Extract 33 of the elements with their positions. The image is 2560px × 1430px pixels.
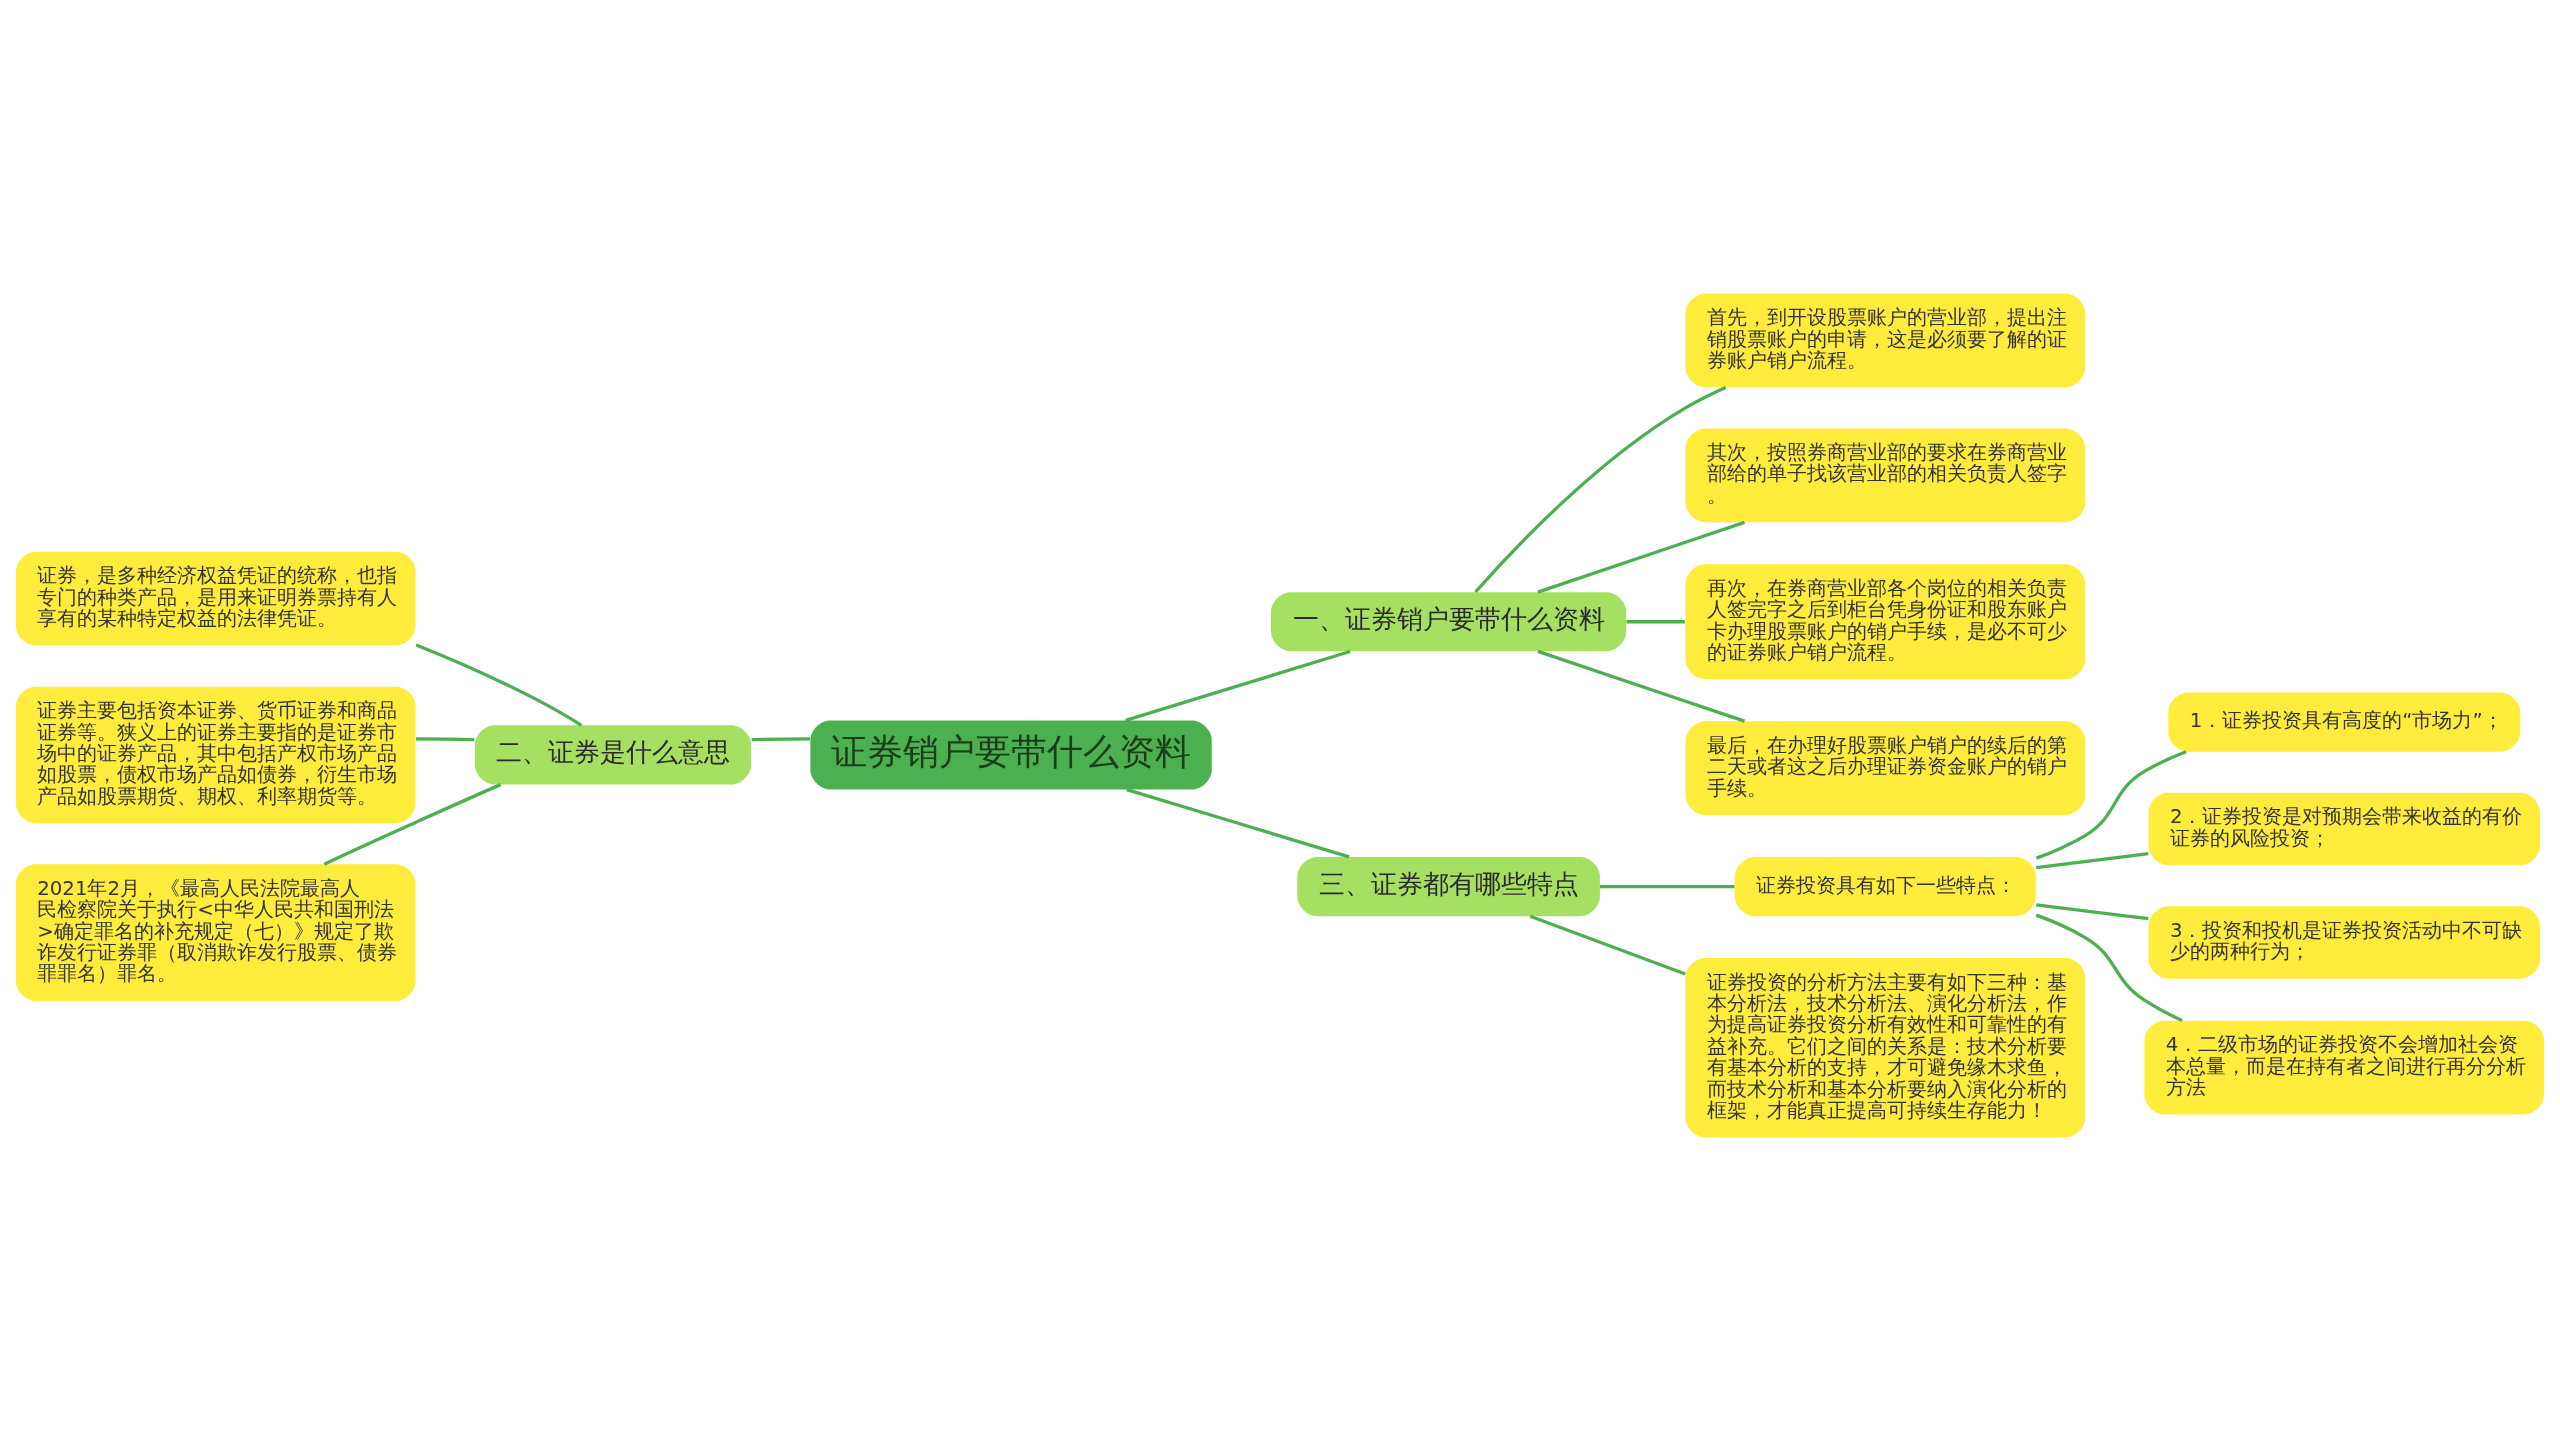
- connector: [1537, 649, 1745, 723]
- connector: [2035, 851, 2149, 869]
- connector: [1529, 914, 1686, 975]
- connector: [416, 736, 475, 741]
- connector: [1600, 884, 1735, 888]
- connector: [2035, 749, 2187, 860]
- node-box: 证券，是多种经济权益凭证的统称，也指专门的种类产品，是用来证明券票持有人享有的某种特定权益的法律凭证。: [15, 551, 416, 646]
- connector: [415, 642, 583, 727]
- node-box: 再次，在券商营业部各个岗位的相关负责人签完字之后到柜台凭身份证和股东账户卡办理股票账户的销户手续，是必不可少的证券账户销户流程。: [1685, 563, 2086, 679]
- connector: [1626, 619, 1685, 623]
- node-box: 三、证券都有哪些特点: [1297, 856, 1600, 916]
- connector: [2035, 902, 2149, 920]
- connector: [1474, 385, 1727, 593]
- connector: [2035, 913, 2183, 1022]
- node-box: 一、证券销户要带什么资料: [1270, 591, 1627, 651]
- node-box: 证券主要包括资本证券、货币证券和商品证券等。狭义上的证券主要指的是证券市场中的证券产品，其中包括产权市场产品如股票，债权市场产品如债券，衍生市场产品如股票期货、期权、利率期货等。: [15, 686, 416, 823]
- connector: [323, 782, 502, 866]
- node-box: 其次，按照券商营业部的要求在券商营业部给的单子找该营业部的相关负责人签字。: [1685, 427, 2086, 522]
- connector: [1125, 649, 1351, 722]
- node-box: 4．二级市场的证券投资不会增加社会资本总量，而是在持有者之间进行再分分析方法: [2144, 1020, 2545, 1114]
- node-box: 首先，到开设股票账户的营业部，提出注销股票账户的申请，这是必须要了解的证券账户销户流程。: [1685, 293, 2086, 387]
- node-box: 2．证券投资是对预期会带来收益的有价证券的风险投资；: [2148, 792, 2540, 865]
- node-box: 最后，在办理好股票账户销户的续后的第二天或者这之后办理证券资金账户的销户手续。: [1685, 720, 2086, 815]
- connector: [751, 736, 811, 741]
- node-box: 证券投资的分析方法主要有如下三种：基本分析法，技术分析法、演化分析法，作为提高证券投资分析有效性和可靠性的有益补充。它们之间的关系是：技术分析要有基本分析的支持，才可避免缘木求鱼，而技术分析和基本分析要纳入演化分析的框架，才能真正提高可持续生存能力！: [1685, 957, 2086, 1137]
- node-box: 二、证券是什么意思: [474, 724, 752, 785]
- node-box: 2021年2月，《最高人民法院最高人民检察院关于执行<中华人民共和国刑法>确定罪名的补充规定（七）》规定了欺诈发行证券罪（取消欺诈发行股票、债券罪罪名）罪名。: [15, 863, 416, 1001]
- connector: [1537, 520, 1745, 594]
- connector: [1126, 787, 1350, 858]
- node-box: 证券投资具有如下一些特点：: [1734, 856, 2036, 916]
- node-box: 3．投资和投机是证券投资活动中不可缺少的两种行为；: [2148, 905, 2540, 979]
- node-box: 证券销户要带什么资料: [810, 719, 1212, 789]
- node-box: 1．证券投资具有高度的“市场力”；: [2168, 691, 2521, 752]
